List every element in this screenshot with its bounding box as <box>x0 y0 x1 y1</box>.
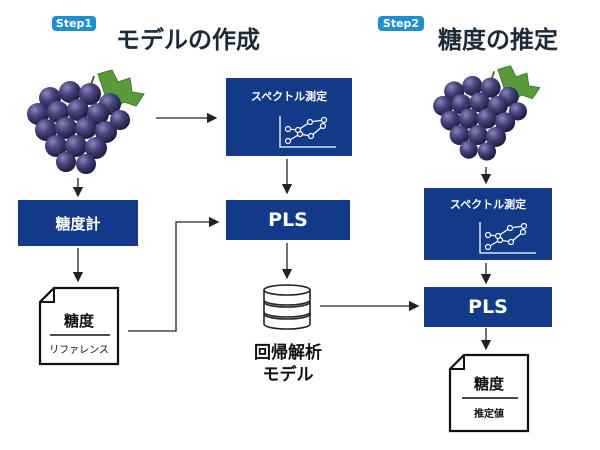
sugar-meter-box: 糖度計 <box>18 200 138 246</box>
pls-label: PLS <box>468 296 508 318</box>
regression-model-label: 回帰解析 モデル <box>236 342 340 386</box>
step1-badge: Step1 <box>52 16 96 31</box>
pls-box-1: PLS <box>226 200 350 240</box>
reference-document: 糖度 リファレンス <box>38 286 120 366</box>
spectrum-label: スペクトル測定 <box>250 90 328 103</box>
model-label-line2: モデル <box>262 365 314 385</box>
doc1-subtitle: リファレンス <box>49 345 109 356</box>
spectrum-chart-icon <box>479 222 536 254</box>
spectrum-box-1: スペクトル測定 <box>226 78 352 156</box>
pls-box-2: PLS <box>424 287 552 327</box>
document-icon <box>448 353 530 433</box>
pls-label: PLS <box>268 209 308 231</box>
database-icon <box>263 284 311 330</box>
spectrum-chart-icon <box>279 116 336 148</box>
estimate-document: 糖度 推定値 <box>448 353 530 433</box>
step2-badge: Step2 <box>378 16 424 31</box>
grape-image <box>433 65 541 161</box>
spectrum-box-2: スペクトル測定 <box>424 188 552 260</box>
step2-title: 糖度の推定 <box>438 26 558 54</box>
document-icon <box>38 286 120 366</box>
arrow-doc-to-pls <box>128 216 220 332</box>
spectrum-label: スペクトル測定 <box>449 198 527 211</box>
doc2-subtitle: 推定値 <box>474 409 504 420</box>
step1-title: モデルの作成 <box>116 26 260 54</box>
doc2-title: 糖度 <box>473 375 504 393</box>
doc1-title: 糖度 <box>63 312 94 330</box>
sugar-meter-label: 糖度計 <box>55 214 101 233</box>
model-label-line1: 回帰解析 <box>254 343 322 363</box>
grape-image <box>27 69 145 174</box>
